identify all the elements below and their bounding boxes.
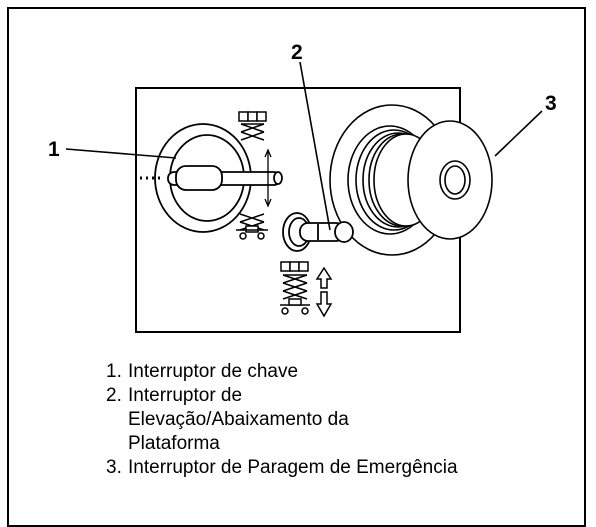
leader-line-2 [299, 61, 331, 231]
leader-line-3 [494, 110, 543, 157]
callout-2: 2 [291, 41, 303, 64]
control-panel-diagram: 1 2 3 [48, 41, 557, 333]
down-arrow-icon [315, 291, 333, 318]
legend-item-text: Interruptor de Elevação/Abaixamento da P… [128, 385, 349, 454]
platform-control-icon [238, 111, 267, 141]
legend-item: 1. Interruptor de chave [106, 360, 528, 384]
emergency-stop-button [329, 104, 493, 256]
legend-list: 1. Interruptor de chave 2. Interruptor d… [106, 360, 528, 480]
callout-1: 1 [48, 138, 60, 161]
legend-item-text: Interruptor de Paragem de Emergência [128, 457, 458, 478]
lift-lower-toggle-switch [282, 212, 354, 252]
selector-arrow-icon [264, 148, 272, 208]
up-arrow-icon [315, 266, 333, 289]
callout-3: 3 [545, 92, 557, 115]
key-switch [140, 123, 283, 233]
legend-item-number: 1. [106, 361, 122, 382]
legend-item-text: Interruptor de chave [128, 361, 299, 382]
legend-item-number: 3. [106, 457, 122, 478]
legend-item: 2. Interruptor de Elevação/Abaixamento d… [106, 384, 528, 456]
legend-item: 3. Interruptor de Paragem de Emergência [106, 456, 528, 480]
lift-lower-scissor-icon [280, 261, 310, 315]
legend-item-number: 2. [106, 385, 122, 406]
ground-control-icon [236, 213, 268, 240]
leader-line-1 [65, 148, 177, 159]
